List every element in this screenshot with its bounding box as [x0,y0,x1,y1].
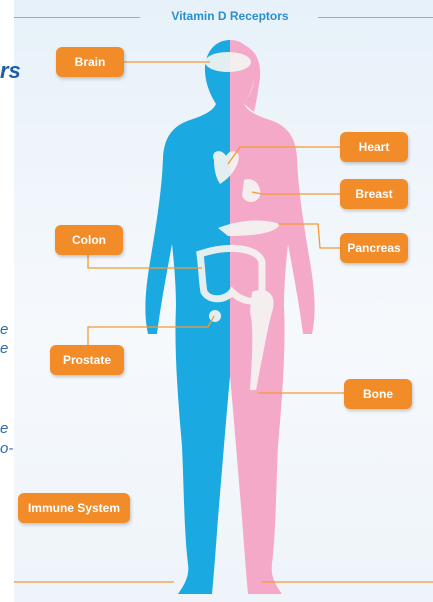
colon-label: Colon [55,225,123,255]
brain-organ [205,52,251,72]
bone-label: Bone [344,379,412,409]
breast-label: Breast [340,179,408,209]
brain-label: Brain [56,47,124,77]
immune-system-label: Immune System [18,493,130,523]
female-body-half [145,40,314,594]
heart-label: Heart [340,132,408,162]
prostate-label: Prostate [50,345,124,375]
pancreas-label: Pancreas [340,233,408,263]
prostate-organ [209,310,221,322]
